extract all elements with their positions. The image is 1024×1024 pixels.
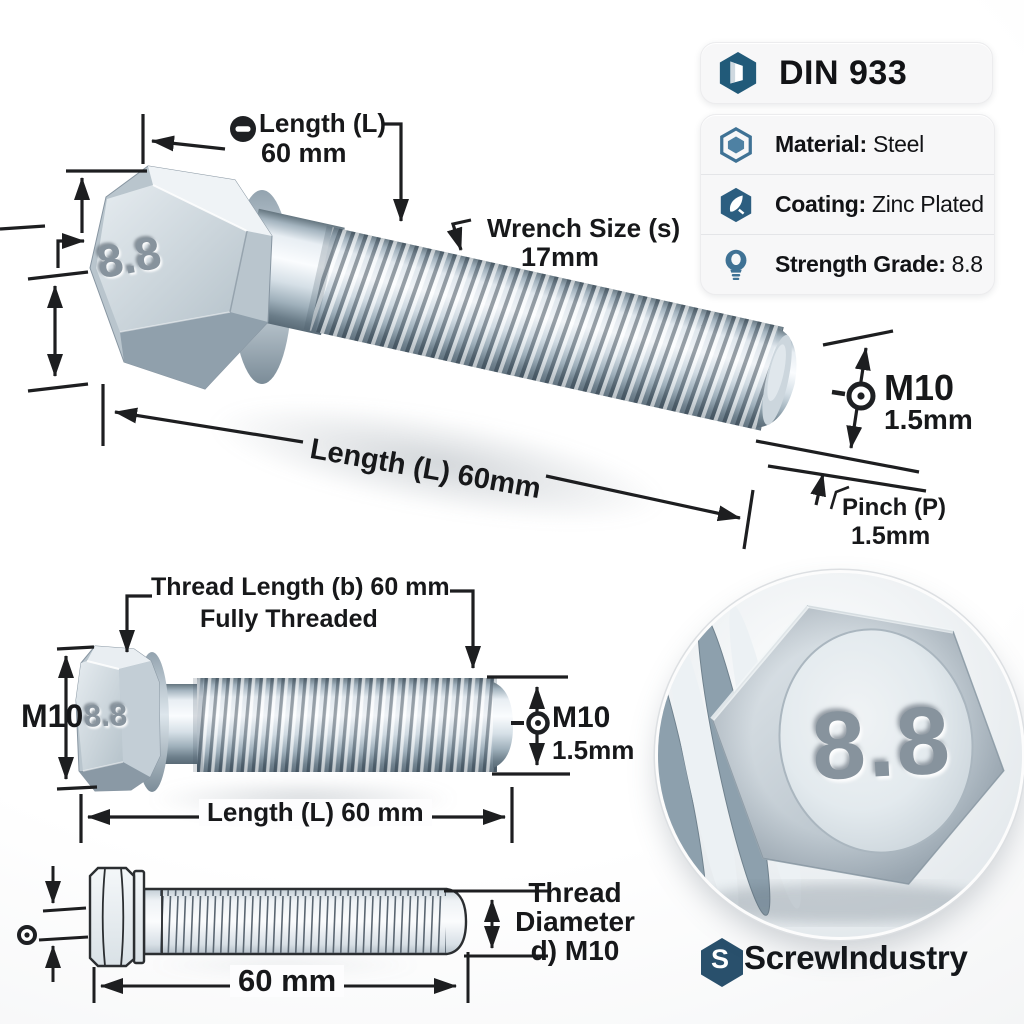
length-callout-line1: Length (L) bbox=[259, 108, 387, 138]
thread-diameter-line3: d) M10 bbox=[530, 935, 620, 967]
side-thread-line2: 1.5mm bbox=[552, 735, 635, 765]
spec-value: Steel bbox=[872, 131, 924, 157]
outline-bolt bbox=[88, 866, 468, 968]
spec-row-strength: Strength Grade: 8.8 bbox=[701, 234, 994, 294]
hex-coating-icon bbox=[720, 187, 752, 222]
spec-label: Coating: bbox=[775, 191, 866, 217]
side-bolt-shank bbox=[156, 678, 513, 772]
main-head-marking: 8.8 bbox=[92, 225, 165, 289]
thread-size-line2: 1.5mm bbox=[884, 404, 973, 435]
thread-diameter-callout: Thread Diameter d) M10 bbox=[505, 878, 645, 965]
pitch-callout-line1: Pinch (P) bbox=[842, 494, 947, 521]
length-callout-line2: 60 mm bbox=[261, 138, 347, 168]
din-card: DIN 933 bbox=[700, 42, 993, 104]
circle-dash-icon bbox=[230, 116, 256, 142]
side-bolt-tip bbox=[493, 682, 513, 768]
main-bolt-head bbox=[89, 165, 273, 390]
pitch-callout-line2: 1.5mm bbox=[851, 522, 931, 550]
inset-hex-head bbox=[710, 603, 1005, 885]
spec-label: Material: bbox=[775, 131, 867, 157]
side-bolt bbox=[75, 645, 513, 792]
din-hexagon-icon bbox=[719, 52, 757, 94]
thread-target-icon bbox=[831, 381, 876, 411]
spec-value: 8.8 bbox=[951, 251, 983, 277]
main-bolt-threads bbox=[309, 227, 784, 431]
spec-value: Zinc Plated bbox=[871, 191, 984, 217]
main-dimension-lines bbox=[0, 114, 927, 550]
side-head-marking: 8.8 bbox=[83, 697, 128, 734]
din-standard-label: DIN 933 bbox=[779, 53, 908, 92]
thread-length-line1: Thread Length (b) 60 mm bbox=[151, 573, 450, 601]
thread-target-icon bbox=[17, 925, 37, 945]
spec-row-coating: Coating: Zinc Plated bbox=[701, 174, 994, 234]
outline-bolt-threads bbox=[160, 890, 446, 953]
thread-size-line1: M10 bbox=[884, 367, 955, 408]
brand-name: ScrewIndustry bbox=[744, 939, 968, 976]
lightbulb-icon bbox=[725, 249, 747, 280]
inset-head-marking: 8.8 bbox=[809, 686, 955, 801]
side-thread-line1: M10 bbox=[552, 701, 611, 734]
hex-nut-outline-icon bbox=[720, 126, 752, 163]
side-diameter-left: M10 bbox=[21, 698, 84, 734]
side-bolt-head bbox=[75, 645, 161, 792]
thread-target-icon bbox=[526, 711, 550, 735]
outline-length-dimension: 60 mm bbox=[230, 964, 345, 998]
thread-length-line2: Fully Threaded bbox=[200, 605, 378, 633]
brand-hexagon-icon bbox=[701, 938, 743, 987]
spec-card: Material: Steel Coating: Zinc Plated Str… bbox=[700, 114, 995, 295]
outline-bolt-head bbox=[88, 866, 136, 968]
spec-label: Strength Grade: bbox=[775, 251, 946, 277]
wrench-size-line2: 17mm bbox=[521, 242, 600, 272]
brand-icon-letter: S bbox=[711, 944, 730, 974]
main-bolt-shank bbox=[235, 208, 797, 431]
main-bolt bbox=[89, 165, 797, 431]
head-zoom-inset bbox=[658, 573, 1022, 937]
side-length-dimension: Length (L) 60 mm bbox=[199, 798, 432, 827]
wrench-size-line1: Wrench Size (s) bbox=[487, 213, 681, 243]
spec-row-material: Material: Steel bbox=[701, 115, 994, 174]
thread-diameter-line1: Thread bbox=[528, 877, 622, 908]
thread-diameter-line2: Diameter bbox=[515, 906, 635, 938]
side-bolt-threads bbox=[197, 678, 497, 772]
